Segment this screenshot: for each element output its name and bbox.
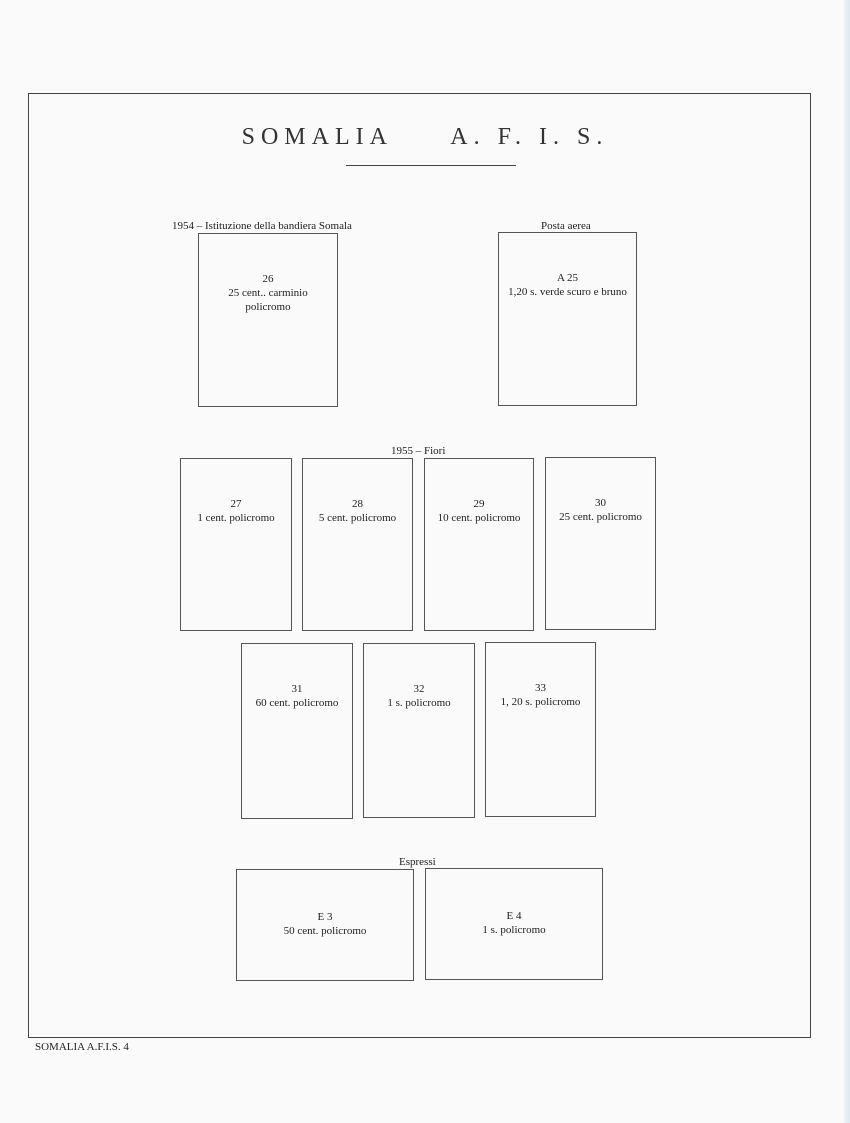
page-edge [844,0,850,1123]
stamp-description: 5 cent. policromo [318,512,397,524]
section-label-fiori: 1955 – Fiori [391,445,446,457]
stamp-number: 26 [262,273,274,285]
stamp-number: 29 [473,498,485,510]
stamp-number: E 4 [506,910,522,922]
stamp-number: 27 [230,498,242,510]
stamp-number: A 25 [556,272,579,284]
stamp-number: 30 [595,497,606,509]
page-title: SOMALIA A. F. I. S. [241,124,609,150]
stamp-description: 1,20 s. verde scuro e bruno [508,286,627,298]
stamp-slot-e3: E 3 50 cent. policromo [236,869,414,981]
stamp-slot-28: 28 5 cent. policromo [302,458,413,631]
page-frame [28,93,811,1038]
stamp-description: 1 s. policromo [482,924,546,936]
stamp-slot-31: 31 60 cent. policromo [241,643,353,819]
stamp-description: 1 s. policromo [387,697,451,709]
page-footer: SOMALIA A.F.I.S. 4 [35,1041,129,1053]
stamp-slot-26: 26 25 cent.. carminio policromo [198,233,338,407]
stamp-number: 33 [535,682,546,694]
section-label-espressi: Espressi [399,856,436,868]
stamp-description: 60 cent. policromo [255,697,339,709]
stamp-slot-33: 33 1, 20 s. policromo [485,642,596,817]
stamp-slot-27: 27 1 cent. policromo [180,458,292,631]
stamp-number: 32 [413,683,425,695]
title-underline [346,165,516,166]
stamp-slot-29: 29 10 cent. policromo [424,458,534,631]
section-label-posta-aerea: Posta aerea [541,220,591,232]
stamp-description: 50 cent. policromo [283,925,367,937]
stamp-description-2: policromo [245,301,291,313]
stamp-description: 25 cent. policromo [559,511,642,523]
stamp-slot-a25: A 25 1,20 s. verde scuro e bruno [498,232,637,406]
stamp-description: 25 cent.. carminio [228,287,308,299]
stamp-slot-30: 30 25 cent. policromo [545,457,656,630]
stamp-number: 28 [352,498,363,510]
stamp-description: 1 cent. policromo [197,512,275,524]
section-label-bandiera: 1954 – Istituzione della bandiera Somala [172,220,352,232]
stamp-number: 31 [291,683,303,695]
stamp-description: 1, 20 s. policromo [500,696,581,708]
stamp-number: E 3 [317,911,333,923]
stamp-description: 10 cent. policromo [437,512,521,524]
stamp-slot-e4: E 4 1 s. policromo [425,868,603,980]
stamp-slot-32: 32 1 s. policromo [363,643,475,818]
